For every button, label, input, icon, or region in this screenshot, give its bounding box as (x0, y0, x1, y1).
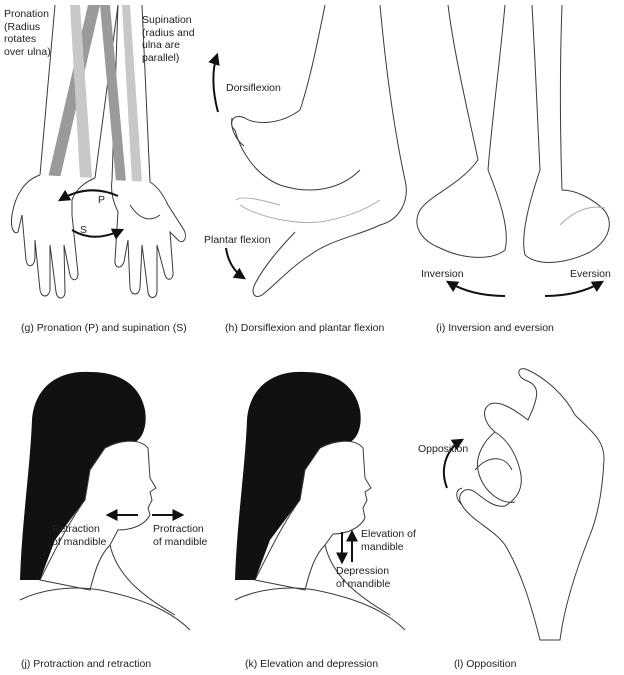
pronation-arrow (57, 189, 119, 202)
panel-l-hand (456, 368, 605, 641)
caption-g: (g) Pronation (P) and supination (S) (21, 322, 187, 334)
label-dorsiflexion: Dorsiflexion (226, 82, 281, 94)
supination-arrow (71, 228, 125, 240)
panel-k-head (234, 371, 406, 631)
label-inversion: Inversion (421, 268, 464, 280)
caption-i: (i) Inversion and eversion (436, 322, 554, 334)
caption-l: (l) Opposition (454, 658, 517, 670)
hair-j (20, 371, 146, 580)
dorsiflexion-arrow (208, 52, 220, 113)
panel-h-feet (231, 4, 407, 297)
label-retraction: Retraction of mandible (52, 523, 107, 548)
caption-k: (k) Elevation and depression (245, 658, 379, 670)
ulna-bone-right (122, 5, 142, 182)
label-eversion: Eversion (570, 268, 611, 280)
caption-j: (j) Protraction and retraction (21, 658, 152, 670)
caption-h: (h) Dorsiflexion and plantar flexion (225, 322, 385, 334)
label-s: S (80, 224, 88, 236)
panel-i-feet (416, 4, 610, 263)
ulna-bone-left (70, 5, 92, 178)
label-opposition: Opposition (418, 443, 469, 455)
plantar-flexion-arrow (225, 247, 246, 280)
radius-bone-left (48, 5, 100, 178)
label-plantar-flexion: Plantar flexion (204, 234, 271, 246)
panel-g-forearms (11, 4, 186, 299)
radius-bone-right (100, 5, 126, 182)
label-depression: Depression of mandible (336, 565, 391, 590)
opposition-arrow (443, 438, 465, 489)
label-supination: Supination (radius and ulna are parallel… (142, 14, 195, 64)
eversion-arrow (544, 280, 605, 297)
label-protraction: Protraction of mandible (153, 523, 208, 548)
label-elevation: Elevation of mandible (361, 528, 416, 553)
label-p: P (98, 194, 106, 206)
inversion-arrow (445, 280, 506, 297)
panel-j-head (19, 371, 191, 631)
hair-k (235, 371, 361, 580)
label-pronation: Pronation (Radius rotates over ulna) (4, 8, 51, 58)
